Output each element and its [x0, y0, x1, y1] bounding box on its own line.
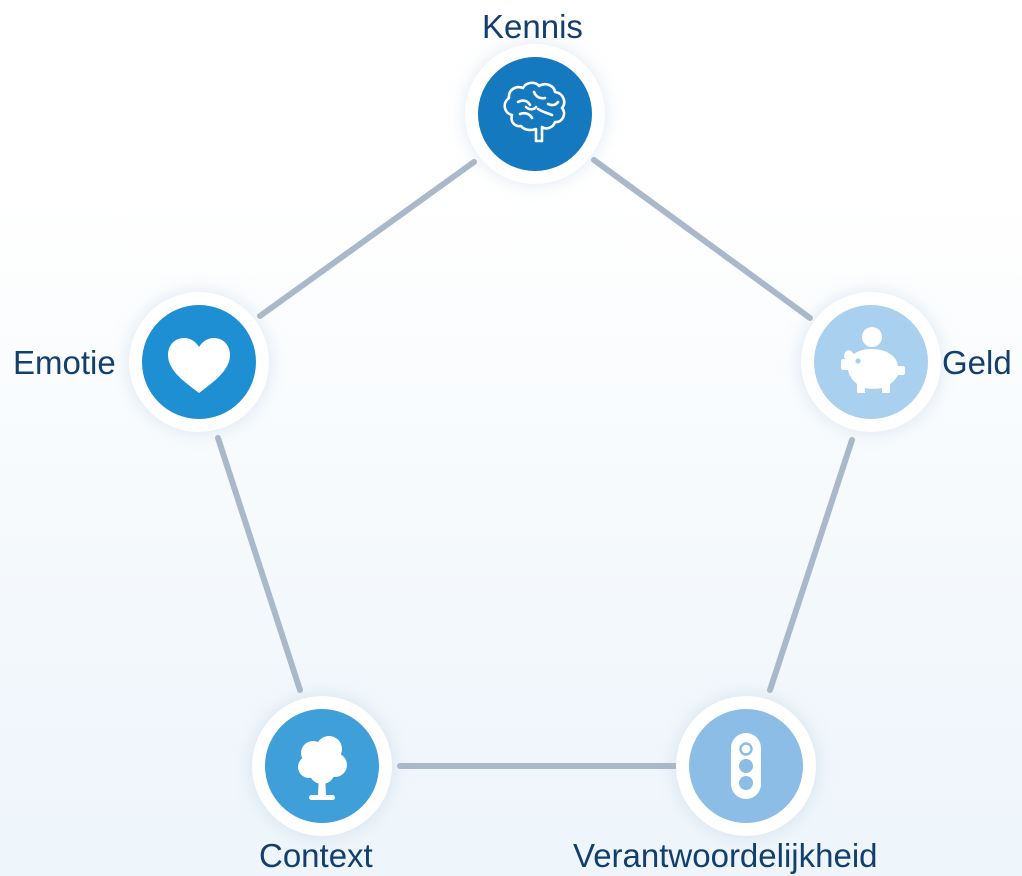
- edge-geld-verantwoordelijkheid: [767, 437, 855, 693]
- tree-icon: [298, 736, 347, 800]
- context-disc: [265, 709, 379, 823]
- geld-disc: [814, 305, 928, 419]
- heart-icon: [168, 338, 230, 393]
- label-kennis: Kennis: [482, 8, 583, 45]
- node-context: [252, 696, 392, 836]
- label-context: Context: [259, 837, 373, 874]
- kennis-disc: [478, 57, 592, 171]
- verantwoordelijkheid-disc: [689, 709, 803, 823]
- piggy-bank-icon: [841, 327, 905, 393]
- emotie-disc: [142, 305, 256, 419]
- brain-icon: [503, 81, 566, 143]
- label-emotie: Emotie: [13, 344, 116, 381]
- label-geld: Geld: [942, 344, 1012, 381]
- edge-context-emotie: [215, 435, 303, 693]
- edge-kennis-geld: [591, 157, 813, 321]
- label-verantwoordelijkheid: Verantwoordelijkheid: [573, 837, 878, 874]
- node-geld: [801, 292, 941, 432]
- traffic-light-icon: [731, 733, 761, 799]
- node-emotie: [129, 292, 269, 432]
- node-verantwoordelijkheid: [676, 696, 816, 836]
- node-kennis: [465, 44, 605, 184]
- edge-emotie-kennis: [257, 159, 477, 319]
